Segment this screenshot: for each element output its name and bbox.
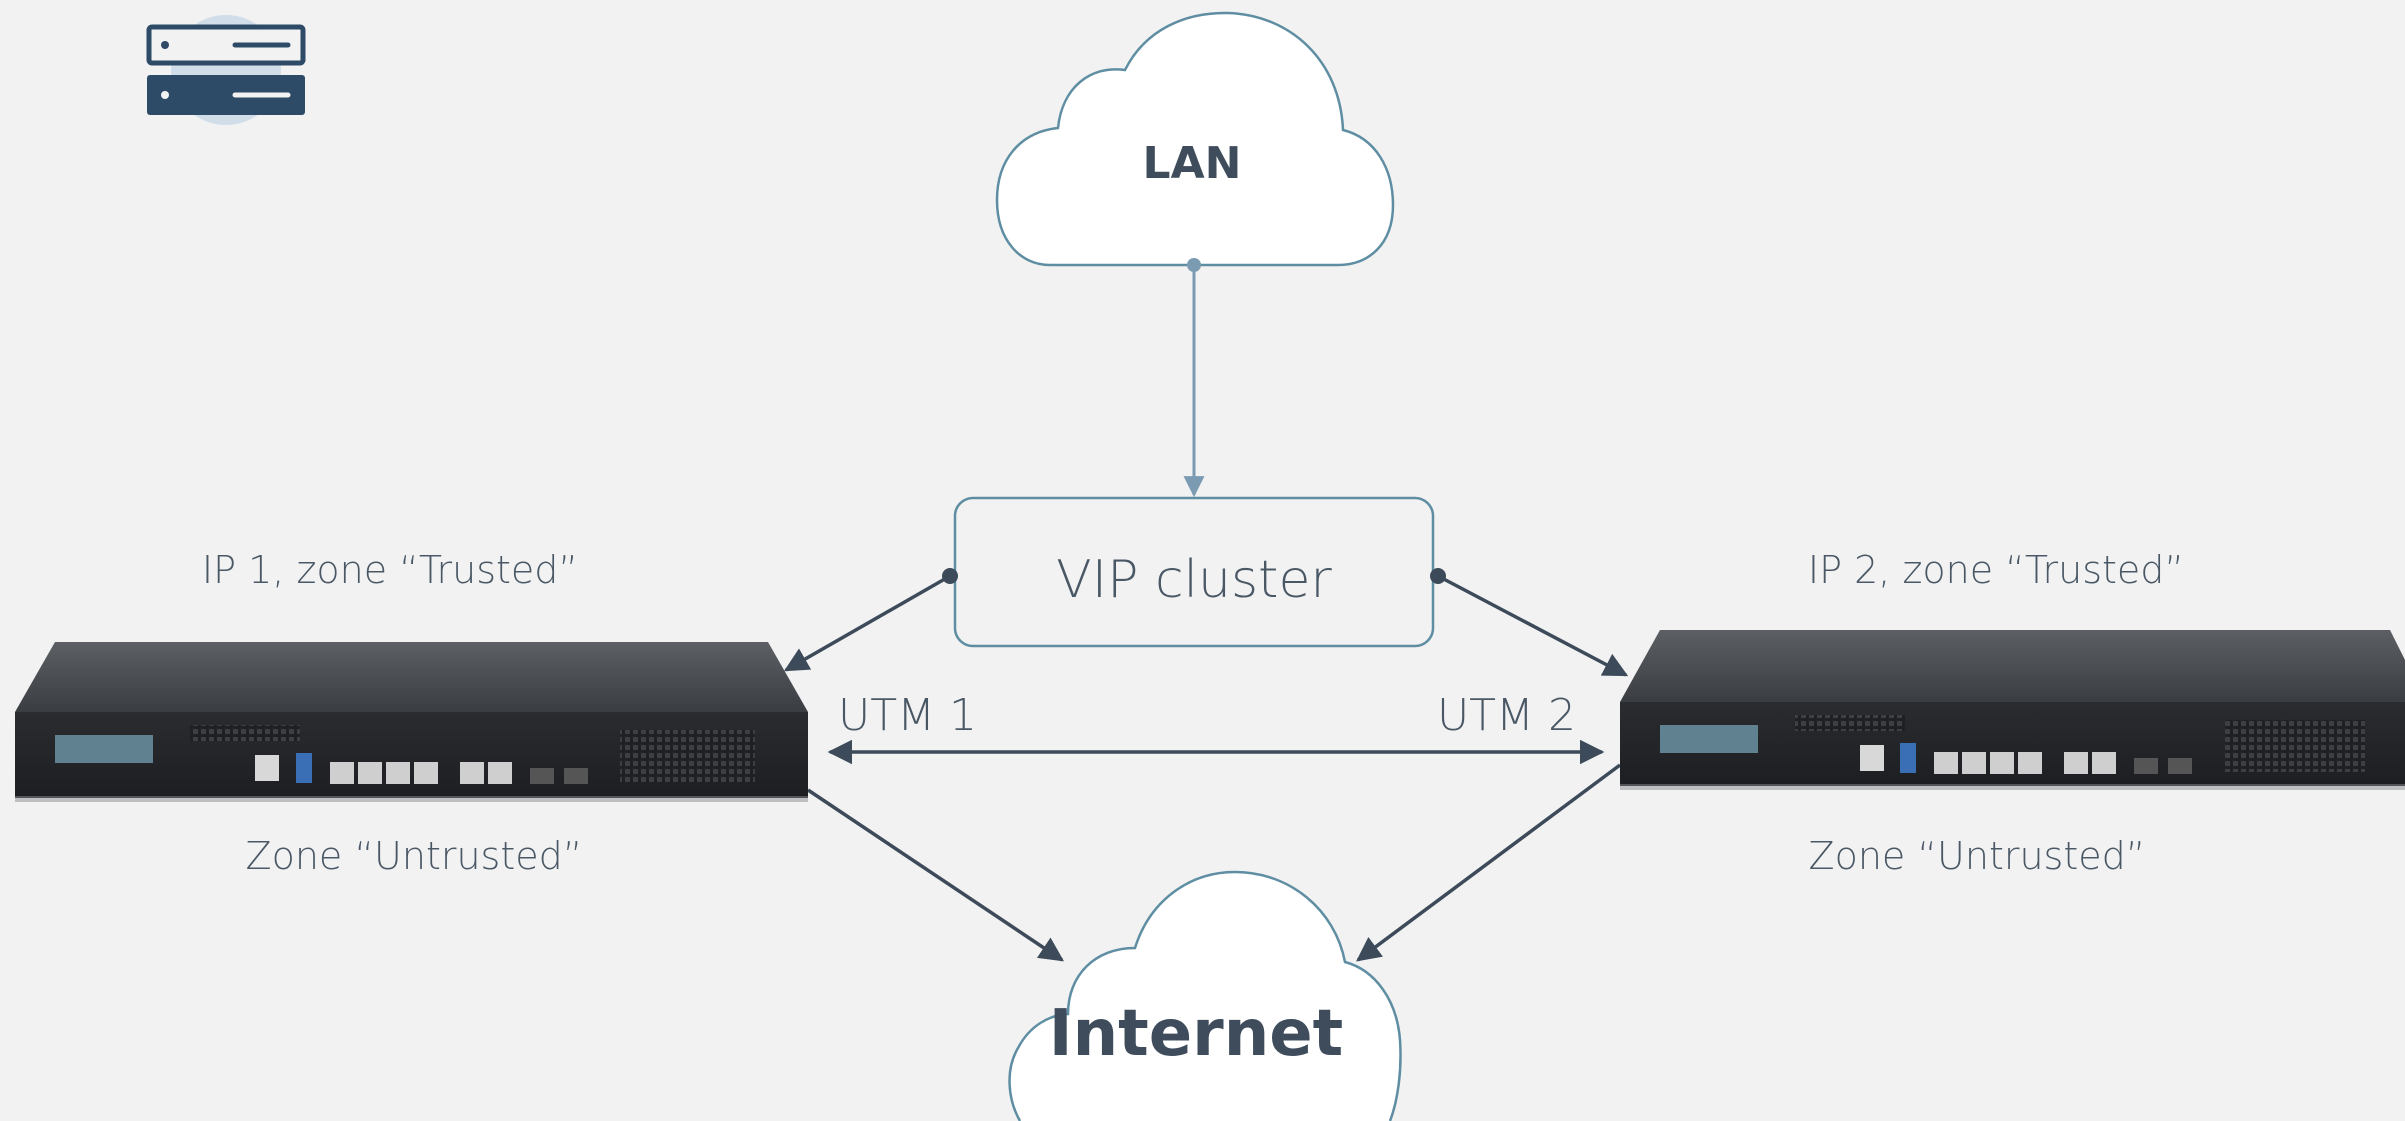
connector-utm2-internet	[1356, 763, 1622, 962]
internet-label: Internet	[1049, 997, 1344, 1071]
vip-cluster-label: VIP cluster	[1056, 550, 1332, 610]
server-stack-icon	[146, 15, 306, 125]
utm1-trusted-label: IP 1, zone “Trusted”	[202, 548, 578, 592]
utm2-untrusted-label: Zone “Untrusted”	[1809, 834, 2146, 878]
utm2-name-label: UTM 2	[1437, 690, 1576, 741]
vip-cluster-box: VIP cluster	[953, 496, 1435, 648]
lan-label: LAN	[1143, 138, 1242, 189]
console-port-icon	[255, 755, 279, 781]
utm1-appliance	[15, 642, 808, 802]
utm1-name-label: UTM 1	[838, 690, 977, 741]
console-port-icon	[1860, 745, 1884, 771]
internet-cloud: Internet	[1008, 870, 1402, 1121]
connector-vip-utm1	[783, 568, 958, 672]
lcd-display	[1660, 725, 1758, 753]
lan-vip-link	[1183, 258, 1205, 498]
lan-cloud: LAN	[995, 11, 1395, 267]
connector-vip-utm2	[1430, 568, 1629, 677]
utm2-appliance	[1620, 630, 2405, 790]
connector-utm1-internet	[807, 788, 1065, 962]
utm2-trusted-label: IP 2, zone “Trusted”	[1808, 548, 2184, 592]
lcd-display	[55, 735, 153, 763]
utm1-untrusted-label: Zone “Untrusted”	[246, 834, 583, 878]
